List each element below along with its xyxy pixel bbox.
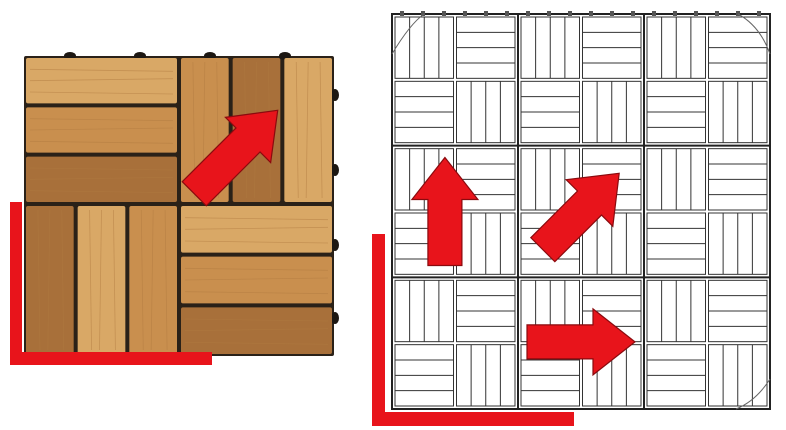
clip-tick [400, 11, 404, 16]
clip-tick [673, 11, 677, 16]
clip-tick [631, 11, 635, 16]
clip-tick [694, 11, 698, 16]
clip-tick [484, 11, 488, 16]
wood-tile-photo [24, 52, 339, 356]
clip-tick [757, 11, 761, 16]
clip-tick [610, 11, 614, 16]
clip-tick [505, 11, 509, 16]
interlock-clip [331, 239, 339, 251]
clip-tick [568, 11, 572, 16]
clip-tick [652, 11, 656, 16]
clip-tick [463, 11, 467, 16]
corner-marker-vertical [10, 202, 22, 364]
clip-tick [715, 11, 719, 16]
clip-tick [589, 11, 593, 16]
interlock-clip [331, 89, 339, 101]
corner-marker-vertical [372, 234, 385, 426]
corner-marker-horizontal [372, 412, 574, 426]
clip-tick [442, 11, 446, 16]
clip-tick [526, 11, 530, 16]
interlock-clip [331, 312, 339, 324]
clip-tick [547, 11, 551, 16]
corner-marker-horizontal [10, 352, 212, 365]
interlock-clip [331, 164, 339, 176]
